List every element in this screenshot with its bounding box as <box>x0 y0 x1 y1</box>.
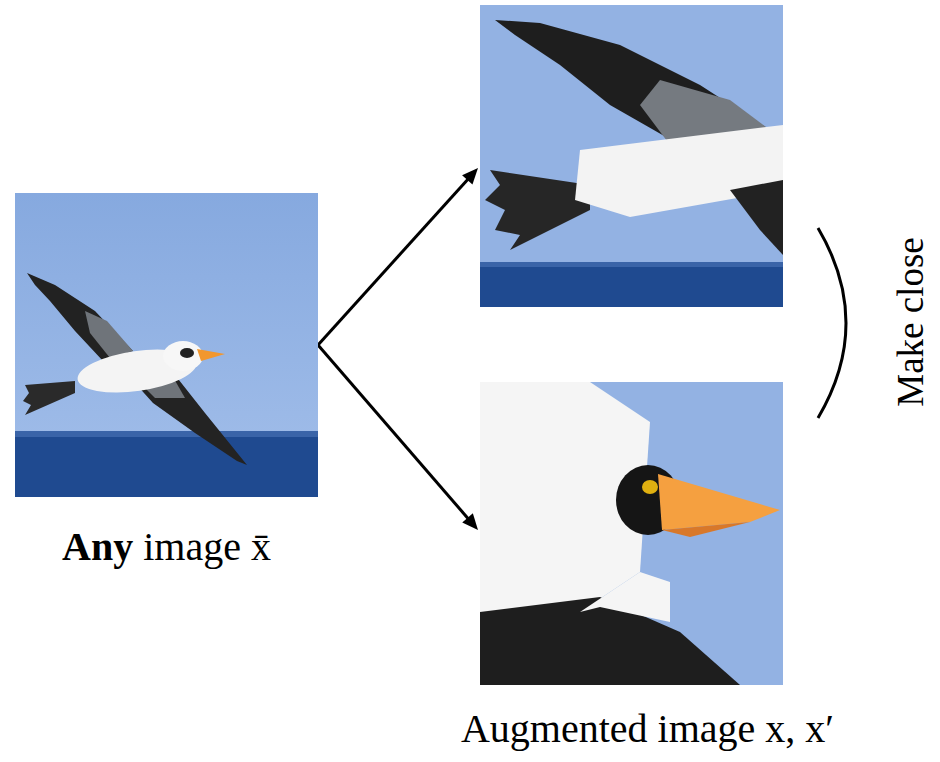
arrow <box>318 345 478 530</box>
bracket-label: Make close <box>889 237 933 407</box>
crop-image <box>480 382 783 685</box>
bird-image <box>15 193 318 497</box>
image-group: Any image x̄ <box>15 193 318 578</box>
image-caption: Augmented image x, x′ <box>360 705 935 753</box>
image-group: Augmented image x, x′ <box>360 5 935 757</box>
bracket <box>818 228 846 418</box>
arrow <box>318 168 478 345</box>
crop-image <box>480 5 783 307</box>
image-caption: Any image x̄ <box>15 523 318 571</box>
